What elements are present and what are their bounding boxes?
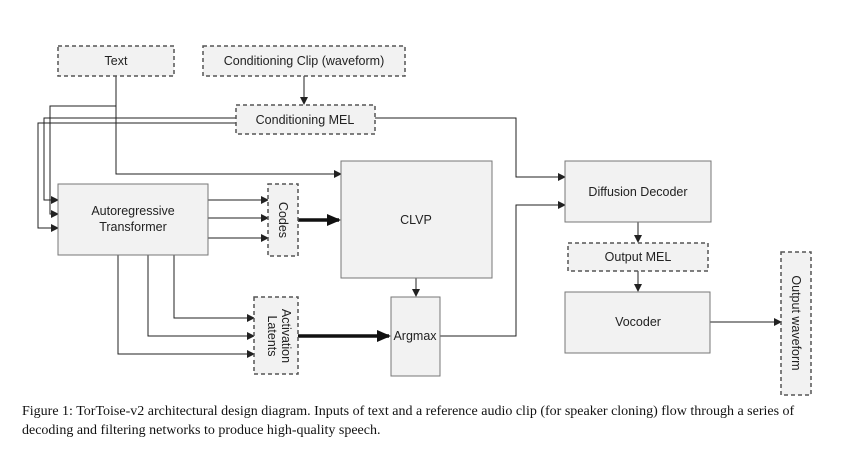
figure-caption: Figure 1: TorToise-v2 architectural desi… [22, 402, 830, 440]
node-vocoder-label: Vocoder [615, 315, 661, 329]
node-activation-label-line1: Activation [279, 309, 293, 363]
edge-ar-to-latents-2 [147, 255, 255, 340]
node-text: Text [57, 45, 175, 77]
node-conditioning-clip-label: Conditioning Clip (waveform) [224, 54, 384, 68]
node-codes-label: Codes [276, 202, 290, 238]
edge-ar-to-latents-3 [117, 255, 255, 358]
node-vocoder: Vocoder [564, 291, 711, 354]
node-diffusion-decoder-label: Diffusion Decoder [588, 185, 687, 199]
node-conditioning-mel: Conditioning MEL [235, 104, 376, 135]
edge-ar-to-latents-1 [173, 255, 255, 322]
node-autoregressive-transformer: Autoregressive Transformer [57, 183, 209, 256]
node-text-label: Text [105, 54, 128, 68]
node-output-waveform: Output waveform [780, 251, 812, 396]
node-clvp: CLVP [340, 160, 493, 279]
node-conditioning-mel-label: Conditioning MEL [256, 113, 355, 127]
node-diffusion-decoder: Diffusion Decoder [564, 160, 712, 223]
node-argmax-label: Argmax [393, 329, 437, 343]
node-conditioning-clip: Conditioning Clip (waveform) [202, 45, 406, 77]
node-clvp-label: CLVP [400, 213, 432, 227]
edge-mel-to-ar-1 [43, 117, 236, 204]
node-argmax: Argmax [390, 296, 441, 377]
caption-text: TorToise-v2 architectural design diagram… [22, 404, 798, 438]
node-activation-label-line2: Latents [265, 315, 279, 356]
edge-mel-to-ar-2 [37, 122, 236, 232]
node-output-waveform-label: Output waveform [789, 275, 803, 370]
edge-text-to-clvp [115, 76, 342, 178]
node-output-mel: Output MEL [567, 242, 709, 272]
edge-text-to-ar [49, 76, 117, 218]
edge-mel-to-diffusion [375, 117, 566, 181]
node-autoregressive-label-line1: Autoregressive [91, 204, 174, 218]
node-activation-latents: Activation Latents [253, 296, 299, 375]
edge-argmax-to-diffusion [440, 201, 566, 337]
caption-label: Figure 1: [22, 404, 73, 419]
node-output-mel-label: Output MEL [605, 250, 672, 264]
node-codes: Codes [267, 183, 299, 257]
node-autoregressive-label-line2: Transformer [99, 220, 167, 234]
thick-connectors [298, 214, 391, 342]
connectors [37, 76, 782, 358]
